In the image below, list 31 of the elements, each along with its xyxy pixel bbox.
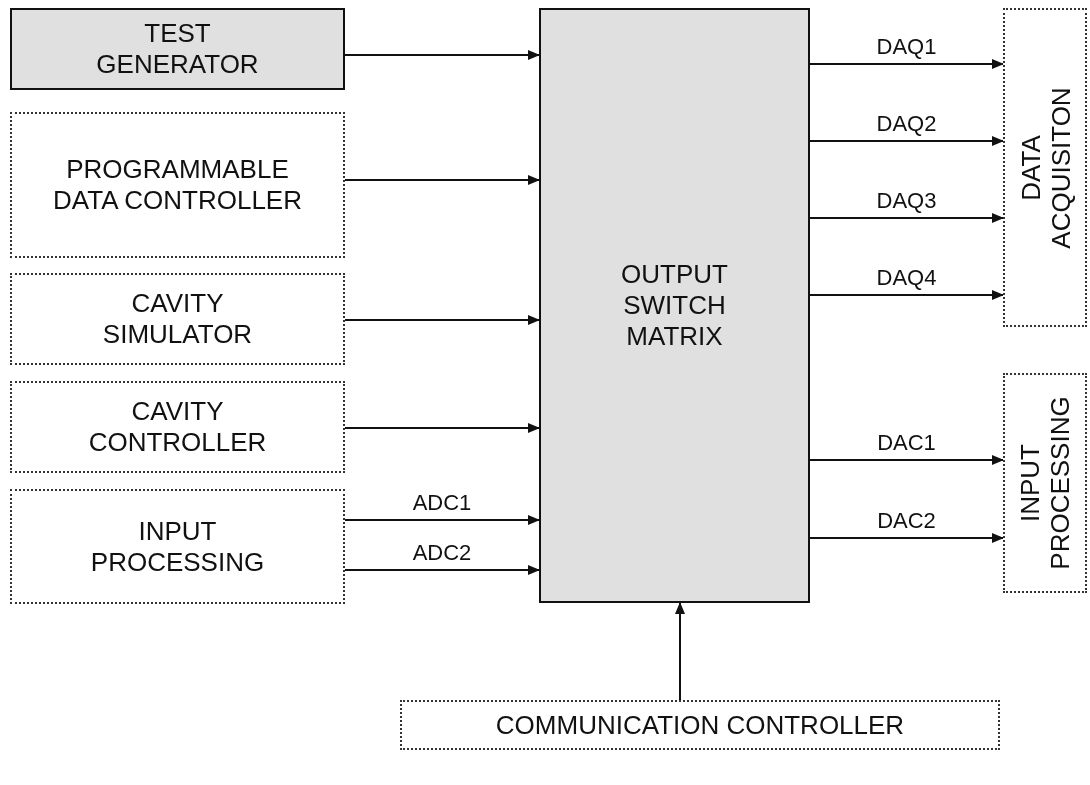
node-label: TEST GENERATOR — [95, 18, 260, 80]
dotted-box — [10, 273, 345, 365]
dotted-box — [1003, 8, 1087, 327]
block-box — [10, 8, 345, 90]
arrow — [344, 50, 540, 60]
arrow — [809, 533, 1004, 543]
arrow — [809, 290, 1004, 300]
dotted-box — [10, 381, 345, 473]
arrow — [344, 315, 540, 325]
dotted-box — [10, 112, 345, 258]
node-label: COMMUNICATION CONTROLLER — [495, 709, 905, 741]
block-box — [539, 8, 810, 603]
node-label: CAVITY SIMULATOR — [101, 288, 254, 350]
node-label: INPUT PROCESSING — [1015, 395, 1075, 572]
arrow — [344, 515, 540, 525]
arrow — [809, 136, 1004, 146]
dotted-box — [1003, 373, 1087, 593]
arrow — [675, 602, 685, 701]
dotted-box — [400, 700, 1000, 750]
arrow — [344, 175, 540, 185]
node-label: CAVITY CONTROLLER — [87, 396, 268, 458]
arrow — [809, 213, 1004, 223]
arrow — [344, 423, 540, 433]
arrow — [344, 565, 540, 575]
arrow — [809, 455, 1004, 465]
node-label: INPUT PROCESSING — [89, 515, 266, 578]
node-label: PROGRAMMABLE DATA CONTROLLER — [52, 154, 303, 216]
arrow — [809, 59, 1004, 69]
dotted-box — [10, 489, 345, 604]
node-label: OUTPUT SWITCH MATRIX — [620, 259, 729, 352]
node-label: DATA ACQUISITON — [1015, 85, 1075, 251]
